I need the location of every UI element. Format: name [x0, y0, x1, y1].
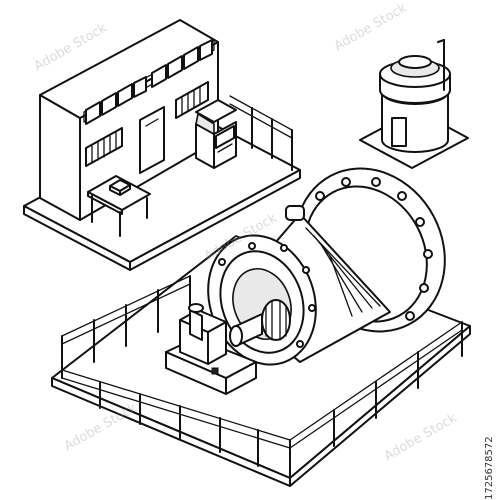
louvre-panel-left — [85, 127, 123, 167]
control-cabinet — [195, 99, 237, 169]
plant-railing-front — [61, 321, 463, 479]
control-building — [23, 19, 301, 271]
stock-image-id: 172567857​2 — [484, 436, 495, 500]
generator-plant — [51, 167, 471, 487]
generator-shaft — [229, 313, 263, 347]
lifting-eye — [285, 205, 305, 221]
building-railing — [229, 95, 293, 171]
valve-icon — [211, 367, 219, 375]
desk — [87, 175, 151, 237]
prime-mover — [165, 303, 257, 395]
upper-windows — [83, 39, 215, 125]
rotor — [261, 299, 291, 341]
louvre-panel-right — [175, 81, 209, 119]
water-tower — [359, 39, 469, 169]
building-door — [139, 106, 165, 174]
tower-door — [391, 117, 407, 147]
plant-railing-back — [61, 275, 191, 379]
